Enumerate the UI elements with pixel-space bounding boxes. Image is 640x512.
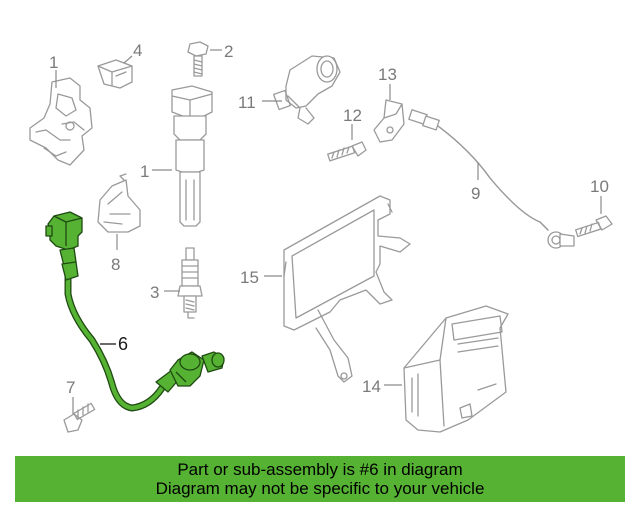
- callout-10: 10: [590, 177, 609, 196]
- part-14-control-module[interactable]: [403, 305, 509, 433]
- part-4-connector[interactable]: [97, 59, 133, 89]
- part-13-bracket[interactable]: [373, 99, 405, 143]
- banner-line-1: Part or sub-assembly is #6 in diagram: [177, 460, 463, 479]
- parts-diagram: 1 4 2 1 3 8: [29, 41, 613, 433]
- part-2-bolt[interactable]: [187, 41, 209, 77]
- part-3-spark-plug[interactable]: [177, 247, 203, 319]
- leader-4: [123, 55, 133, 64]
- part-11-sensor[interactable]: [272, 55, 341, 125]
- callout-7: 7: [66, 378, 75, 397]
- callout-6: 6: [118, 334, 128, 354]
- callout-8: 8: [111, 255, 120, 274]
- callout-15: 15: [240, 268, 259, 287]
- callout-1: 1: [140, 162, 149, 181]
- callout-12: 12: [343, 106, 362, 125]
- banner-line-2: Diagram may not be specific to your vehi…: [155, 479, 485, 498]
- callout-9: 9: [471, 184, 480, 203]
- part-12-bolt[interactable]: [327, 141, 367, 162]
- callout-4: 4: [133, 41, 142, 60]
- info-banner: Part or sub-assembly is #6 in diagram Di…: [15, 456, 625, 502]
- part-15-module-bracket[interactable]: [283, 195, 411, 383]
- part-5-bracket-assembly[interactable]: [29, 77, 93, 166]
- callout-11: 11: [238, 93, 256, 112]
- callout-14: 14: [362, 377, 381, 396]
- part-10-bolt[interactable]: [575, 215, 613, 238]
- callout-13: 13: [378, 65, 397, 84]
- part-1-ignition-coil[interactable]: [171, 85, 213, 227]
- part-7-bolt[interactable]: [63, 402, 96, 433]
- callout-3: 3: [150, 283, 159, 302]
- callout-5: 1: [49, 53, 58, 72]
- part-6-sensor-harness[interactable]: [45, 211, 225, 412]
- callout-2: 2: [224, 42, 233, 61]
- part-8-cover[interactable]: [97, 173, 141, 233]
- part-9-wire-harness[interactable]: [408, 109, 575, 249]
